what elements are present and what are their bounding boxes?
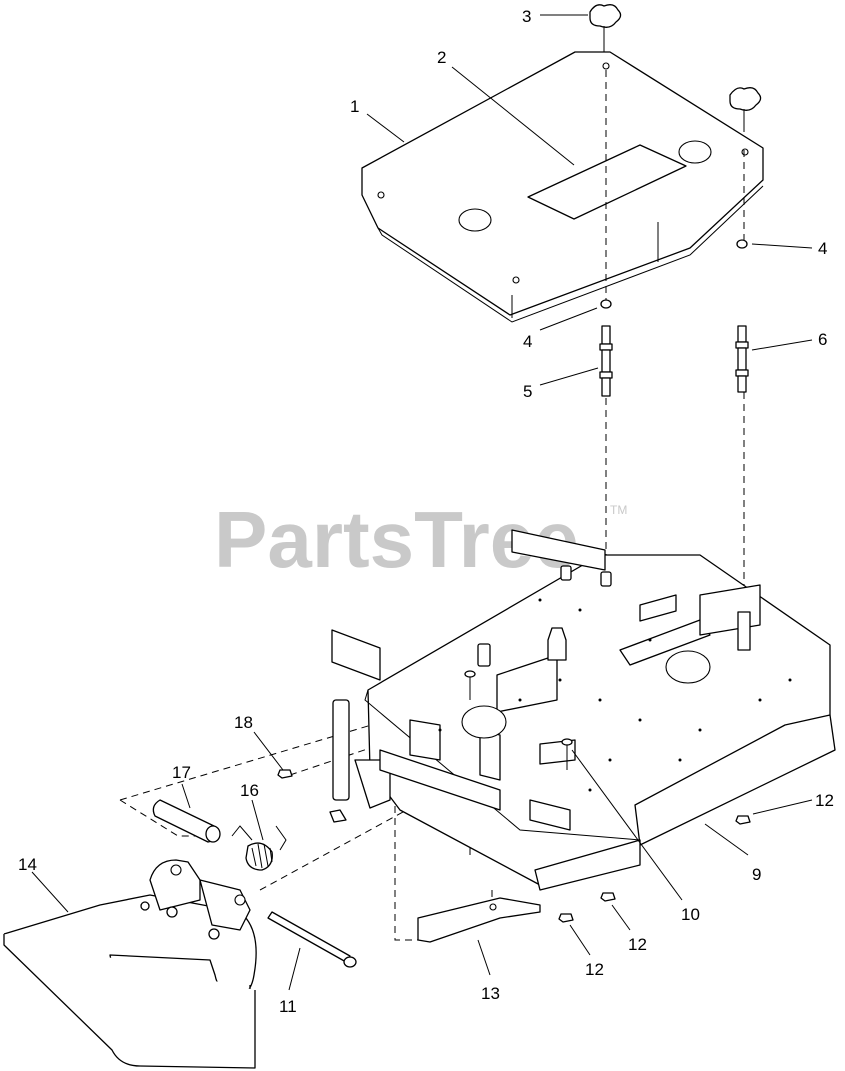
frame xyxy=(331,529,836,891)
leader-lines xyxy=(31,14,813,991)
washer-left xyxy=(600,299,612,309)
bracket xyxy=(417,897,541,943)
callout-6: 6 xyxy=(818,330,827,349)
callout-13: 13 xyxy=(481,984,500,1003)
nut-lower xyxy=(558,913,574,923)
decal xyxy=(527,144,687,220)
spring xyxy=(231,825,287,871)
watermark-trademark: TM xyxy=(610,503,627,517)
rod xyxy=(267,911,357,968)
frame-bolt-left xyxy=(464,670,476,700)
callout-17: 17 xyxy=(172,763,191,782)
callout-10: 10 xyxy=(681,905,700,924)
callout-18: 18 xyxy=(234,713,253,732)
nut-center xyxy=(600,892,616,902)
sleeve xyxy=(152,799,221,843)
callout-1: 1 xyxy=(350,97,359,116)
callout-14: 14 xyxy=(18,855,37,874)
foot-pedal xyxy=(3,859,257,1069)
callout-2: 2 xyxy=(437,48,446,67)
callout-3: 3 xyxy=(522,7,531,26)
small-fastener xyxy=(277,769,293,779)
callout-12-center: 12 xyxy=(628,935,647,954)
knob-right xyxy=(729,87,762,132)
callout-12-right: 12 xyxy=(815,791,834,810)
standoff-right xyxy=(735,325,749,393)
callout-16: 16 xyxy=(240,781,259,800)
callout-4-right: 4 xyxy=(818,239,827,258)
callout-11: 11 xyxy=(279,997,297,1016)
knob-left xyxy=(589,4,622,52)
frame-bolt xyxy=(561,738,573,770)
callout-4-left: 4 xyxy=(523,332,532,351)
bolt-mount xyxy=(329,809,347,823)
washer-right xyxy=(736,239,748,249)
callout-5: 5 xyxy=(523,382,532,401)
standoff-left xyxy=(599,325,613,397)
callout-9: 9 xyxy=(752,865,761,884)
callout-12-lower: 12 xyxy=(585,960,604,979)
nut-right xyxy=(735,815,751,825)
